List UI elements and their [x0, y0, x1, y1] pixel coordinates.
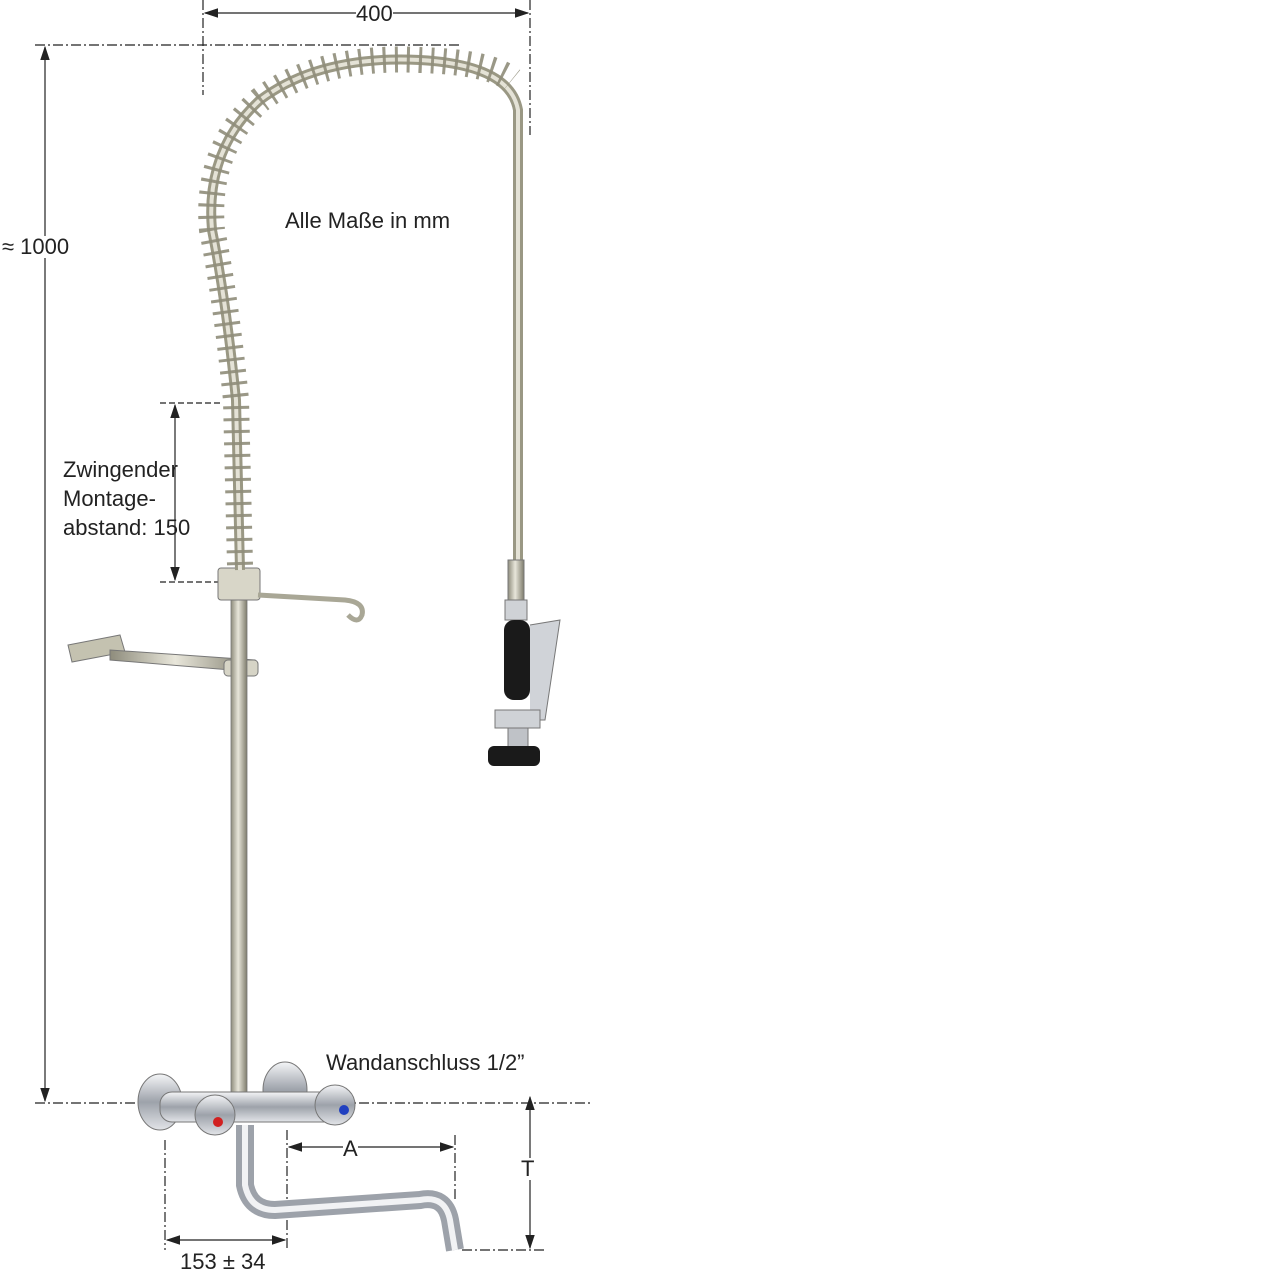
hot-handle [194, 1094, 236, 1136]
mounting-distance-label: Zwingender Montage- abstand: 150 [63, 455, 190, 542]
wall-bracket [67, 634, 259, 677]
dim-offset-label: 153 ± 34 [180, 1249, 266, 1274]
dim-height-label: ≈ 1000 [2, 234, 70, 259]
mount-label-line: Montage- [63, 486, 156, 511]
pre-rinse-spray-valve [488, 559, 561, 766]
mount-label-line: abstand: 150 [63, 515, 191, 540]
cold-handle [314, 1084, 356, 1126]
riser-pole [230, 594, 248, 1096]
spring-hose [198, 46, 523, 571]
dim-width-label: 400 [356, 1, 393, 26]
units-note: Alle Maße in mm [285, 208, 451, 233]
connection-note: Wandanschluss 1/2” [326, 1050, 525, 1075]
mount-label-line: Zwingender [63, 457, 178, 482]
cold-indicator [339, 1105, 349, 1115]
hot-indicator [213, 1117, 223, 1127]
wall-mixer [137, 1061, 464, 1252]
dim-T-label: T [521, 1156, 535, 1181]
dim-A-label: A [343, 1136, 358, 1161]
